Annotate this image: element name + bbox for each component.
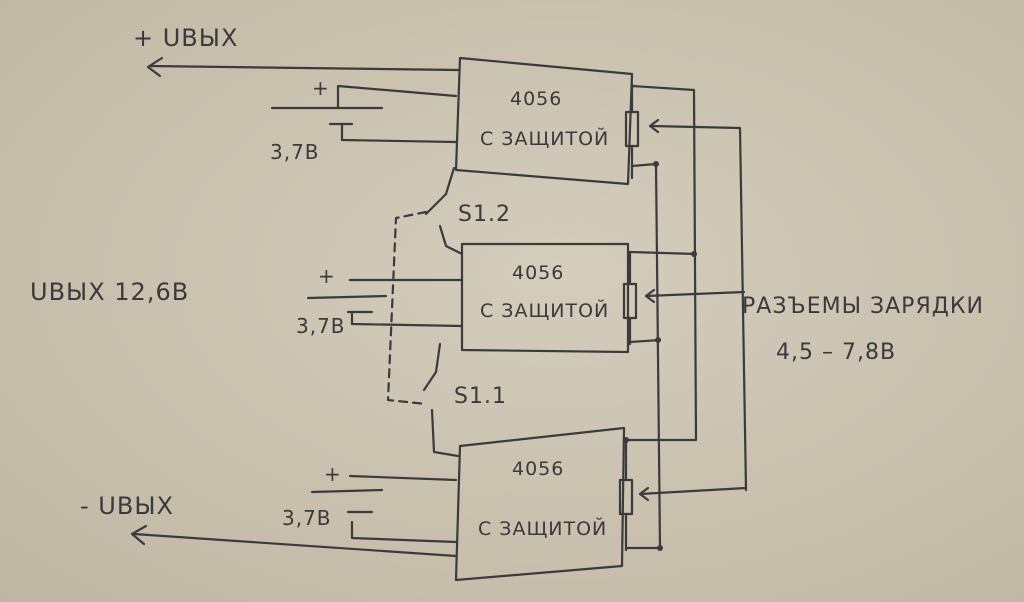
module-3-note: С ЗАЩИТОЙ xyxy=(478,518,608,540)
charge-feed-1 xyxy=(628,250,698,344)
charge-rail-negative xyxy=(624,162,662,550)
battery-1-plus-lead xyxy=(336,84,458,110)
module-box-3 xyxy=(454,426,626,582)
charge-signal-taps xyxy=(638,290,748,496)
cell-3-voltage: 3,7В xyxy=(282,506,332,530)
battery-2-plus-plate xyxy=(306,294,388,300)
switch-s12-lead-top xyxy=(444,166,456,196)
module-1-note: С ЗАЩИТОЙ xyxy=(480,128,610,150)
module-2-note: С ЗАЩИТОЙ xyxy=(480,300,610,322)
junction-dot-5 xyxy=(657,545,663,551)
battery-3-minus-lead xyxy=(350,520,458,544)
output-plus-wire xyxy=(148,64,460,72)
module-2-model: 4056 xyxy=(512,262,565,284)
battery-3-plus-plate xyxy=(310,488,384,494)
cell-1-plus: + xyxy=(312,76,330,100)
junction-dot-3 xyxy=(655,337,661,343)
battery-2-minus-lead xyxy=(350,310,464,328)
battery-3-plus-lead xyxy=(348,474,458,482)
charge-signal-arrow-1 xyxy=(648,118,660,134)
module-1-model: 4056 xyxy=(510,88,563,110)
cell-2-plus: + xyxy=(318,264,336,288)
switch-mechanical-link xyxy=(386,210,428,406)
cell-2-voltage: 3,7В xyxy=(296,314,346,338)
switch-s11-lead-top xyxy=(434,342,442,374)
charge-signal-line xyxy=(650,124,748,492)
junction-dot-4 xyxy=(623,437,629,443)
charge-rail-positive xyxy=(624,84,698,442)
cell-3-plus: + xyxy=(324,462,342,486)
switch-s11-label: S1.1 xyxy=(454,384,507,409)
output-plus-arrow xyxy=(146,56,164,78)
output-minus-wire xyxy=(132,532,458,558)
junction-dot-2 xyxy=(691,251,697,257)
switch-s12-lead-bottom xyxy=(438,224,464,256)
output-voltage-label: UВЫХ 12,6В xyxy=(30,278,190,306)
output-minus-label: - UВЫХ xyxy=(80,492,174,520)
battery-1-minus-lead xyxy=(340,122,458,144)
output-minus-arrow xyxy=(130,524,148,546)
switch-s12-label: S1.2 xyxy=(458,202,511,227)
switch-s12-blade xyxy=(424,192,448,216)
module-3-model: 4056 xyxy=(512,458,565,480)
resistor-2 xyxy=(622,282,638,320)
charge-range-label: 4,5 – 7,8В xyxy=(776,340,897,365)
junction-dot-1 xyxy=(653,161,659,167)
cell-1-voltage: 3,7В xyxy=(270,140,320,164)
charge-jacks-label: РАЗЪЕМЫ ЗАРЯДКИ xyxy=(742,294,984,319)
output-plus-label: + UВЫХ xyxy=(133,24,239,52)
resistor-1 xyxy=(624,110,640,148)
switch-s11-lead-bottom xyxy=(430,408,460,458)
module-box-2 xyxy=(460,242,630,354)
charge-signal-arrow-3 xyxy=(638,486,650,502)
charge-signal-arrow-2 xyxy=(644,288,656,304)
module-box-1 xyxy=(454,56,634,186)
switch-s11-blade xyxy=(422,370,438,392)
